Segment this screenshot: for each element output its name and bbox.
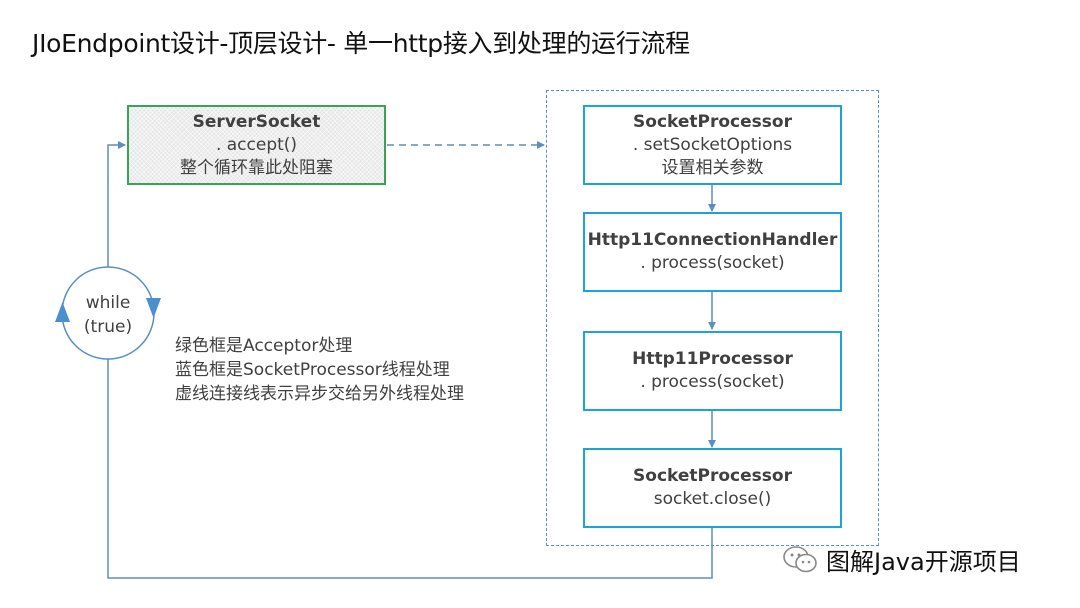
loop-cycle-icon (55, 266, 161, 360)
loop-label: while (true) (64, 291, 152, 339)
loop-keyword: while (85, 293, 131, 313)
note-green: 绿色框是Acceptor处理 (175, 336, 353, 356)
box-note: 设置相关参数 (661, 157, 764, 178)
box-title: Http11Processor (632, 349, 793, 369)
watermark: 图解Java开源项目 (782, 542, 1021, 577)
acceptor-title: ServerSocket (192, 111, 321, 132)
box-method: . setSocketOptions (632, 134, 793, 155)
box-method: socket.close() (653, 489, 772, 509)
box-title: Http11ConnectionHandler (587, 230, 838, 250)
socket-close-box: SocketProcessor socket.close() (583, 448, 842, 528)
acceptor-box: ServerSocket . accept() 整个循环靠此处阻塞 (127, 105, 386, 185)
acceptor-method: . accept() (215, 134, 298, 155)
async-thread-group (546, 90, 879, 546)
box-method: . process(socket) (640, 253, 785, 273)
connection-handler-box: Http11ConnectionHandler . process(socket… (583, 212, 842, 292)
http11-processor-box: Http11Processor . process(socket) (583, 331, 842, 411)
loop-condition: (true) (83, 317, 133, 337)
note-dashed: 虚线连接线表示异步交给另外线程处理 (175, 384, 464, 404)
page-title: JIoEndpoint设计-顶层设计- 单一http接入到处理的运行流程 (32, 29, 690, 58)
wechat-icon (783, 545, 817, 572)
box-title: SocketProcessor (633, 111, 792, 132)
box-title: SocketProcessor (633, 466, 792, 486)
note-blue: 蓝色框是SocketProcessor线程处理 (175, 360, 450, 380)
legend-notes: 绿色框是Acceptor处理 蓝色框是SocketProcessor线程处理 虚… (175, 334, 464, 406)
watermark-text: 图解Java开源项目 (826, 548, 1021, 576)
box-method: . process(socket) (640, 372, 785, 392)
socket-processor-box: SocketProcessor . setSocketOptions 设置相关参… (583, 105, 842, 185)
loop-back-line (107, 141, 713, 579)
acceptor-note: 整个循环靠此处阻塞 (180, 157, 333, 178)
